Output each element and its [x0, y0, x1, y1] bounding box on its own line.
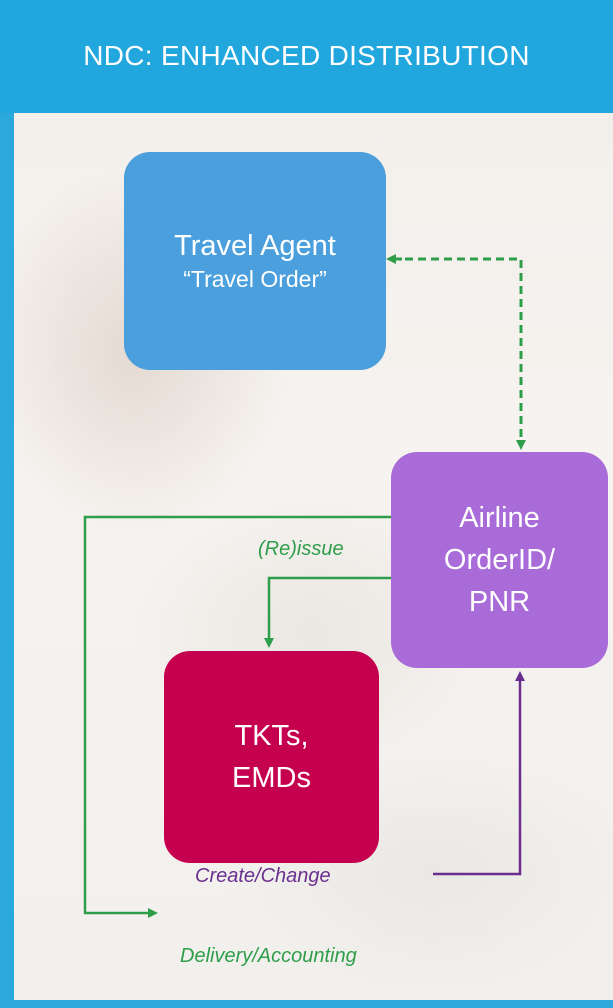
emds-label: EMDs	[232, 762, 311, 794]
create-change-arrow	[433, 671, 525, 876]
airline-pnr: PNR	[468, 586, 531, 618]
page-title: NDC: ENHANCED DISTRIBUTION	[83, 40, 530, 71]
airline-orderid: OrderID/	[443, 544, 556, 576]
delivery-accounting-arrow	[83, 515, 391, 918]
dashed-link-agent-airline	[392, 257, 526, 450]
travel-agent-box: Travel Agent “Travel Order”	[124, 152, 386, 370]
airline-title: Airline	[459, 502, 540, 534]
delivery-accounting-label: Delivery/Accounting	[180, 945, 357, 967]
reissue-arrow	[264, 576, 391, 648]
tickets-label: TKTs,	[234, 720, 309, 752]
tickets-box: TKTs, EMDs	[164, 651, 379, 863]
header-bar	[0, 0, 613, 113]
reissue-label: (Re)issue	[258, 538, 344, 560]
travel-agent-title: Travel Agent	[174, 230, 336, 262]
airline-box: Airline OrderID/ PNR	[391, 452, 608, 668]
create-change-label: Create/Change	[195, 865, 331, 887]
travel-order-label: “Travel Order”	[183, 266, 327, 292]
